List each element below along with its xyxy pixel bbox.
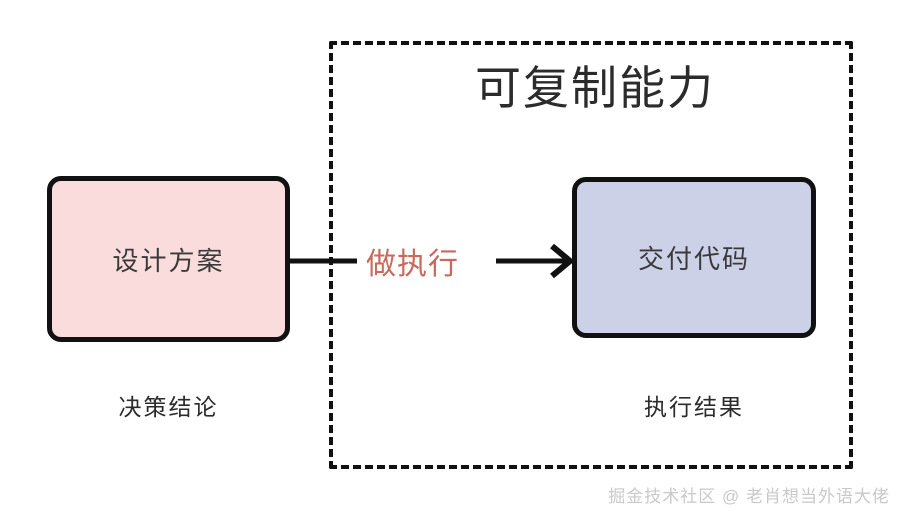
caption-decision-conclusion: 决策结论	[118, 394, 219, 420]
node-delivered-code[interactable]: 交付代码	[572, 177, 816, 338]
node-design-plan-label: 设计方案	[112, 245, 225, 276]
caption-execution-result: 执行结果	[644, 394, 744, 420]
node-design-plan[interactable]: 设计方案	[47, 176, 290, 342]
group-title: 可复制能力	[475, 62, 715, 114]
watermark: 掘金技术社区 @ 老肖想当外语大佬	[608, 487, 890, 506]
node-delivered-code-label: 交付代码	[637, 244, 750, 274]
capability-group-region	[329, 41, 853, 469]
edge-label-execute: 做执行	[366, 248, 459, 281]
